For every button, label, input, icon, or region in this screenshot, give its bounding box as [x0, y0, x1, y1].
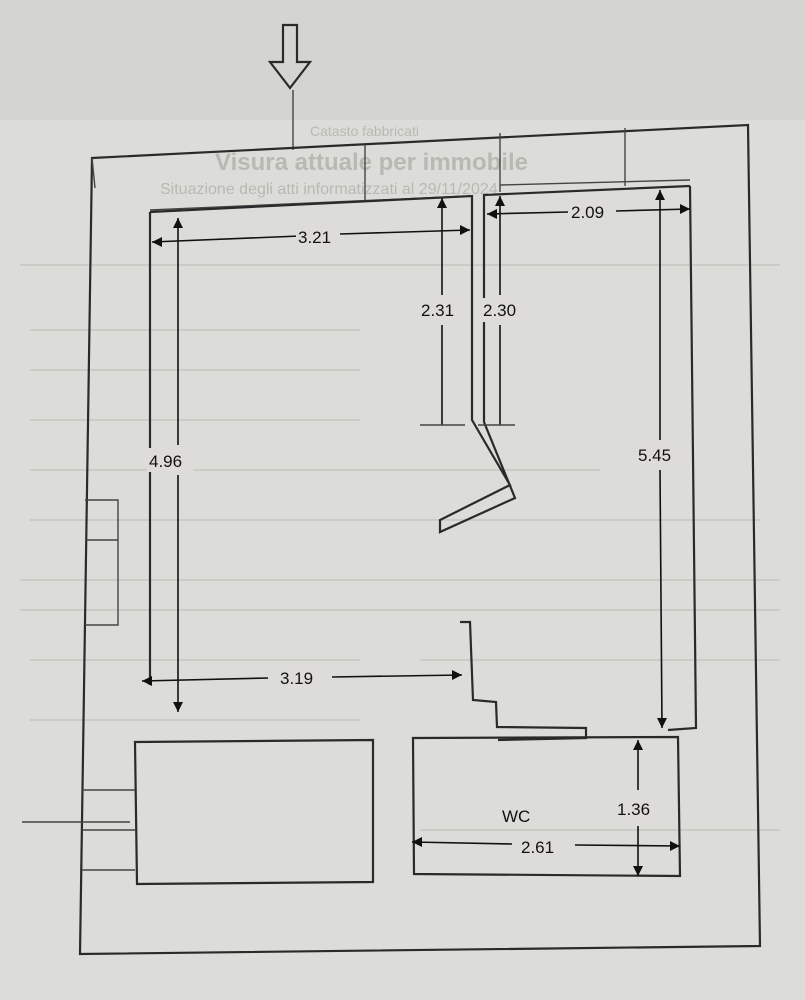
dim-wc-width: 2.61 [521, 838, 554, 857]
dim-wc-height: 1.36 [617, 800, 650, 819]
entrance-arrow-icon [267, 23, 313, 150]
dim-partition-right: 2.30 [483, 301, 516, 320]
wc-room-label: WC [502, 807, 530, 826]
paper-top-shadow [0, 0, 805, 120]
dim-left-height: 4.96 [149, 452, 182, 471]
dim-top-right-width: 2.09 [571, 203, 604, 222]
dimension-labels: 3.21 2.09 4.96 5.45 2.31 2.30 3.19 2.61 … [147, 200, 684, 857]
dim-top-left-width: 3.21 [298, 228, 331, 247]
dim-partition-left: 2.31 [421, 301, 454, 320]
dim-right-height: 5.45 [638, 446, 671, 465]
plan-outer-frame [78, 123, 762, 956]
ghost-header-1: Catasto fabbricati [310, 123, 419, 139]
dimension-lines [141, 190, 691, 876]
dim-bottom-left-width: 3.19 [280, 669, 313, 688]
ghost-header-3: Situazione degli atti informatizzati al … [160, 181, 498, 198]
wc-room [411, 735, 682, 878]
ghost-header-2: Visura attuale per immobile [215, 149, 528, 176]
left-annex [22, 499, 375, 886]
